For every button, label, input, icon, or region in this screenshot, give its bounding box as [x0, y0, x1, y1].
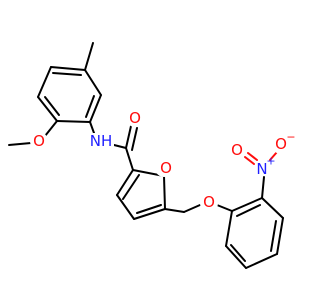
bond-nitroaryl-5: [225, 245, 247, 269]
bond-nitro-n-o-double-2: [247, 152, 258, 161]
atom-labels: O NH O O O N + O O −: [30, 109, 296, 212]
bond-aryl-nh: [89, 121, 95, 134]
bond-ch2-ether-o: [183, 204, 201, 213]
chemical-structure: O NH O O O N + O O −: [8, 42, 296, 269]
nitro-nitrogen-label: N: [256, 160, 267, 178]
bond-nitroaryl-4: [245, 253, 278, 269]
nitro-nitrogen-charge: +: [266, 155, 275, 168]
methoxy-oxygen-label: O: [33, 132, 45, 150]
bond-furan-3: [133, 208, 166, 220]
bond-furan-1: [116, 169, 134, 196]
bond-aryl-6: [84, 69, 102, 96]
bond-furan-4: [163, 175, 166, 210]
bond-nitroaryl-6: [225, 210, 233, 247]
bond-methoxy-o-methyl: [8, 142, 32, 146]
bond-aryl-4: [56, 120, 91, 123]
bond-carbonyl-o-double: [131, 127, 138, 151]
bond-aryl-nitro-n: [261, 176, 265, 199]
bond-aryl-1: [50, 66, 86, 71]
nitro-oxygen-charge: −: [286, 131, 295, 144]
bond-nitro-n-o-double: [244, 156, 255, 165]
bond-nitroaryl-1: [231, 197, 263, 212]
ether-oxygen-label: O: [203, 193, 215, 211]
bond-nitro-n-o-single: [269, 151, 278, 161]
bond-nitroaryl-1-inner: [236, 204, 261, 217]
bond-ether-o-aryl: [216, 204, 233, 212]
bond-aryl-3-inner: [44, 96, 60, 116]
bond-furan-ch2: [164, 208, 185, 213]
bond-aryl-3: [37, 96, 58, 122]
bonds: [8, 42, 284, 269]
bond-aryl-1-inner: [52, 72, 82, 76]
bond-aryl-methoxy-o: [44, 120, 58, 137]
bond-carbonyl-o: [125, 125, 132, 149]
bond-methyl: [84, 42, 94, 71]
bond-nitroaryl-3: [276, 217, 284, 255]
furan-oxygen-label: O: [160, 159, 172, 177]
bond-aryl-5-inner: [85, 95, 95, 118]
bond-aryl-5: [89, 94, 102, 123]
bond-furan-1-inner: [122, 174, 140, 200]
bond-carbonyl-furan: [125, 147, 134, 171]
nitro-oxygen-double-label: O: [231, 141, 243, 159]
amide-nh-label: NH: [90, 132, 113, 150]
bond-nitroaryl-3-inner: [270, 220, 277, 252]
carbonyl-oxygen-label: O: [129, 109, 141, 127]
bond-aryl-2: [37, 66, 52, 98]
bond-nitroaryl-2: [261, 197, 284, 219]
bond-furan-2: [116, 194, 135, 220]
nitro-oxygen-single-label: O: [275, 135, 287, 153]
bond-nitroaryl-5-inner: [230, 244, 246, 262]
bond-furan-3-inner: [136, 204, 162, 214]
